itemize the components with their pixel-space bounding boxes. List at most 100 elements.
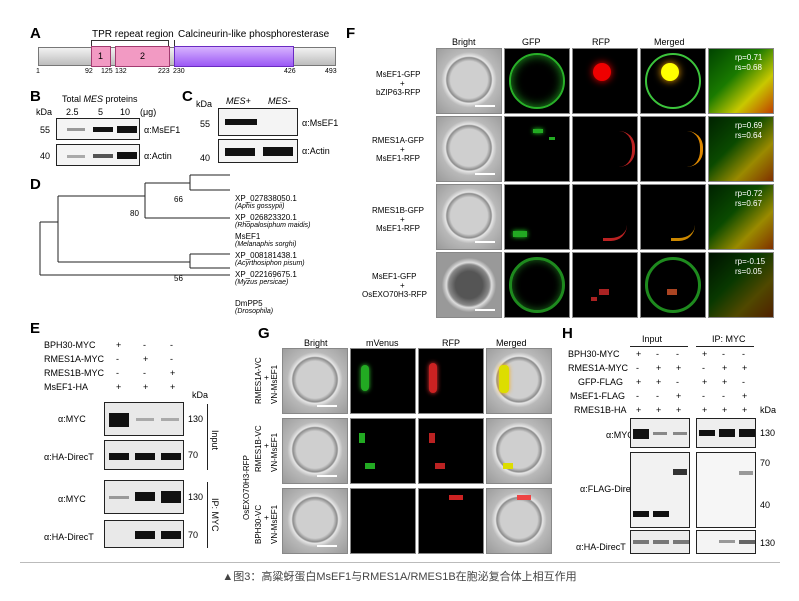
f-r4-gfp <box>504 252 570 318</box>
h-mark: - <box>656 391 659 401</box>
f-row4-l2: + <box>400 281 405 290</box>
e-kda-130a: 130 <box>188 414 204 424</box>
lane-2-5: 2.5 <box>66 107 79 117</box>
f-col-merged: Merged <box>654 37 685 47</box>
f-r1-bright <box>436 48 502 114</box>
calcineurin-region-label: Calcineurin-like phosphoresterase <box>178 29 330 40</box>
e-mark: - <box>143 340 146 350</box>
c-marker-40: 40 <box>200 153 211 163</box>
g-r3-mvenus <box>350 488 416 554</box>
e-mark: + <box>143 382 149 392</box>
f-row3-l1: RMES1B-GFP <box>372 206 425 215</box>
f-r1-merged <box>640 48 706 114</box>
taxon-3-species: (Melanaphis sorghi) <box>235 241 297 248</box>
taxon-5: XP_022169675.1 <box>235 270 297 279</box>
taxon-4-species: (Acyrthosiphon pisum) <box>235 260 305 267</box>
h-mark: + <box>656 377 662 387</box>
f-row3-l3: MsEF1-RFP <box>376 224 420 233</box>
g-r1-rfp <box>418 348 484 414</box>
g-r2-rfp <box>418 418 484 484</box>
c-ab-actin: α:Actin <box>302 146 330 156</box>
e-kda-70b: 70 <box>188 530 199 540</box>
h-mark: - <box>636 363 639 373</box>
tpr-box-1-label: 1 <box>98 51 104 61</box>
f-r4-rfp <box>572 252 638 318</box>
h-blot-myc-input <box>630 418 690 448</box>
g-r3-l1: BPH30-VC <box>254 504 263 544</box>
h-mark: + <box>742 363 748 373</box>
h-mark: - <box>722 349 725 359</box>
h-mark: + <box>702 349 708 359</box>
e-row-rmes1a: RMES1A-MYC <box>44 354 105 364</box>
panel-b-title: Total MES proteins <box>62 94 138 104</box>
e-group-input: Input <box>210 430 220 451</box>
h-blot-flag-ip <box>696 452 756 528</box>
e-row-msef1: MsEF1-HA <box>44 382 89 392</box>
lane-mes-minus: MES- <box>268 96 291 106</box>
f-row3-l2: + <box>400 215 405 224</box>
h-mark: - <box>742 377 745 387</box>
panel-b-kda: kDa <box>36 107 53 117</box>
lane-unit: (μg) <box>140 107 157 117</box>
f-r3-rfp <box>572 184 638 250</box>
e-kda-130b: 130 <box>188 492 204 502</box>
e-mark: + <box>170 368 176 378</box>
f-row2-l1: RMES1A-GFP <box>372 136 425 145</box>
ab-msef1: α:MsEF1 <box>144 125 181 135</box>
figure-caption: ▲图3：高粱蚜蛋白MsEF1与RMES1A/RMES1B在胞泌复合体上相互作用 <box>222 571 577 583</box>
h-mark: + <box>636 405 642 415</box>
h-kda: kDa <box>760 405 777 415</box>
g-col-bright: Bright <box>304 338 328 348</box>
taxon-2: XP_026823320.1 <box>235 213 297 222</box>
f-row2-l3: MsEF1-RFP <box>376 154 420 163</box>
calcineurin-bracket <box>174 40 294 46</box>
f-r1-rp: rp=0.71 <box>735 53 763 62</box>
f-r4-scatter: rp=-0.15 rs=0.05 <box>708 252 774 318</box>
bootstrap-56: 56 <box>174 274 183 283</box>
f-r2-bright <box>436 116 502 182</box>
tick-1: 1 <box>36 68 40 75</box>
h-group-input: Input <box>642 334 663 344</box>
f-row2-l2: + <box>400 145 405 154</box>
g-r1-l1: RMES1A-VC <box>254 357 263 404</box>
h-kda-130a: 130 <box>760 428 776 438</box>
h-mark: + <box>636 349 642 359</box>
e-ab-ha-ip: α:HA-DirecT <box>44 532 94 542</box>
f-r4-rs: rs=0.05 <box>735 267 762 276</box>
e-mark: + <box>116 340 122 350</box>
lane-5: 5 <box>98 107 104 117</box>
e-blot-myc-input <box>104 402 184 436</box>
e-mark: - <box>143 368 146 378</box>
f-r1-rfp <box>572 48 638 114</box>
f-r4-bright <box>436 252 502 318</box>
g-col-rfp: RFP <box>442 338 460 348</box>
h-ab-myc: α:MYC <box>606 430 634 440</box>
f-r2-rs: rs=0.64 <box>735 131 762 140</box>
panel-g-label: G <box>258 325 270 342</box>
g-r3-l3: VN-MsEF1 <box>270 504 279 544</box>
tick-92: 92 <box>85 68 93 75</box>
taxon-4: XP_008181438.1 <box>235 251 297 260</box>
h-mark: - <box>656 349 659 359</box>
g-col-mvenus: mVenus <box>366 338 399 348</box>
bootstrap-80: 80 <box>130 209 139 218</box>
h-mark: + <box>722 405 728 415</box>
h-blot-flag-input <box>630 452 690 528</box>
g-r2-l3: VN-MsEF1 <box>270 432 279 472</box>
taxon-5-species: (Myzus persicae) <box>235 279 289 286</box>
g-r2-bright <box>282 418 348 484</box>
f-r3-rp: rp=0.72 <box>735 189 763 198</box>
tpr-box-2: 2 <box>115 46 170 67</box>
e-ab-ha-input: α:HA-DirecT <box>44 452 94 462</box>
f-r2-gfp <box>504 116 570 182</box>
panel-c-label: C <box>182 88 193 105</box>
f-r1-gfp <box>504 48 570 114</box>
c-blot-msef1 <box>218 108 298 136</box>
g-r1-mvenus <box>350 348 416 414</box>
panel-f-label: F <box>346 25 356 42</box>
tick-493: 493 <box>325 68 337 75</box>
e-mark: + <box>170 382 176 392</box>
h-mark: + <box>742 391 748 401</box>
f-r4-merged <box>640 252 706 318</box>
